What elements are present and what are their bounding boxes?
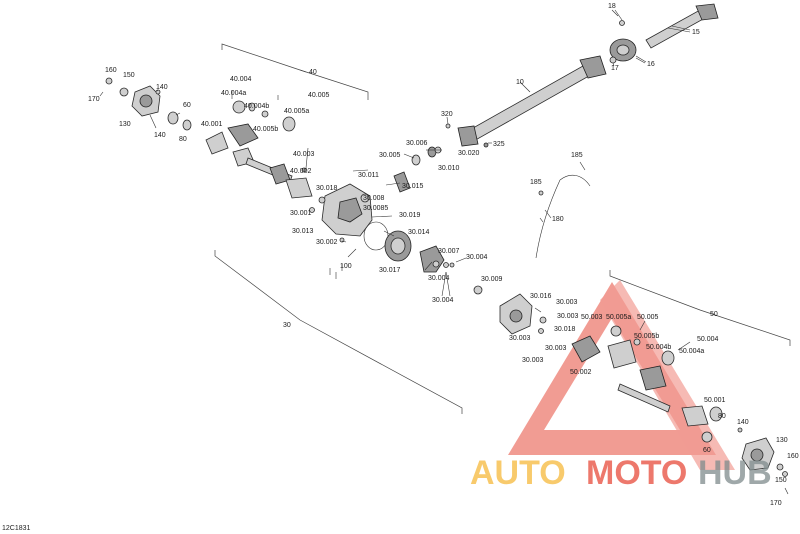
watermark-logo (508, 280, 735, 470)
callout-320: 320 (441, 111, 453, 118)
watermark-moto: MOTO (586, 454, 687, 492)
section-bracket-30 (214, 250, 463, 414)
callout-50-004a: 50.004a (679, 348, 704, 355)
callout-40-001: 40.001 (201, 121, 223, 128)
callout-30-003-d: 30.003 (545, 345, 567, 352)
callout-30-003-b: 30.003 (557, 313, 579, 320)
callout-30-008: 30.008 (363, 195, 385, 202)
callout-30-010: 30.010 (438, 165, 460, 172)
callout-17: 17 (611, 65, 619, 72)
callout-40-002: 40.002 (290, 168, 312, 175)
callout-140-left-top: 140 (156, 84, 168, 91)
callout-325: 325 (493, 141, 505, 148)
callout-30-020: 30.020 (458, 150, 480, 157)
callout-30-011: 30.011 (358, 172, 379, 179)
callout-185-left: 185 (530, 179, 542, 186)
callout-30-004-middle: 30.004 (428, 275, 450, 282)
callout-30-018-top: 30.018 (316, 185, 338, 192)
callout-30-002: 30.002 (316, 239, 338, 246)
callout-15: 15 (692, 29, 700, 36)
callout-170-left: 170 (88, 96, 100, 103)
callout-30-014: 30.014 (408, 229, 430, 236)
callout-160-right: 160 (787, 453, 799, 460)
callout-50-004: 50.004 (697, 336, 719, 343)
watermark-text: AUTO MOTO HUB (470, 454, 772, 492)
carrier-bearing-16 (609, 9, 647, 67)
callout-150-left: 150 (123, 72, 135, 79)
callout-40: 40 (309, 69, 317, 76)
callout-40-004b: 40.004b (244, 103, 269, 110)
right-hub-assembly (701, 406, 789, 495)
callout-40-003: 40.003 (293, 151, 315, 158)
callout-30-005: 30.005 (379, 152, 401, 159)
callout-160-left: 160 (105, 67, 117, 74)
callout-30-018-bottom: 30.018 (554, 326, 576, 333)
left-hub-assembly (99, 77, 192, 131)
callout-30: 30 (283, 322, 291, 329)
callout-50-001: 50.001 (704, 397, 726, 404)
section-bracket-50 (609, 270, 791, 346)
callout-30-0085: 30.0085 (363, 205, 388, 212)
differential-housing (309, 183, 483, 295)
callout-40-004a: 40.004a (221, 90, 246, 97)
callout-185-top: 185 (571, 152, 583, 159)
callout-30-019: 30.019 (399, 212, 421, 219)
callout-30-003-c: 30.003 (509, 335, 531, 342)
callout-50-003: 50.003 (581, 314, 603, 321)
callout-30-003-a: 30.003 (556, 299, 578, 306)
left-axle-40 (205, 100, 313, 199)
callout-140-right: 140 (737, 419, 749, 426)
callout-40-005a: 40.005a (284, 108, 309, 115)
callout-130-right: 130 (776, 437, 788, 444)
watermark-auto: AUTO (470, 454, 566, 492)
callout-30-004-right: 30.004 (466, 254, 488, 261)
callout-50-002: 50.002 (570, 369, 592, 376)
pinion-components (393, 123, 489, 193)
callout-80-right: 80 (718, 413, 726, 420)
right-axle-50 (571, 325, 709, 427)
callout-10: 10 (516, 79, 524, 86)
callout-170-right: 170 (770, 500, 782, 507)
callout-50-004b: 50.004b (646, 344, 671, 351)
callout-50-005a: 50.005a (606, 314, 631, 321)
right-cover-assembly (499, 293, 547, 335)
callout-60-left: 60 (183, 102, 191, 109)
callout-40-005: 40.005 (308, 92, 330, 99)
callout-30-016: 30.016 (530, 293, 552, 300)
front-shaft-15 (645, 3, 719, 49)
callout-30-001: 30.001 (290, 210, 312, 217)
callout-30-015: 30.015 (402, 183, 424, 190)
callout-30-006: 30.006 (406, 140, 428, 147)
callout-30-007: 30.007 (438, 248, 460, 255)
callout-30-003-e: 30.003 (522, 357, 544, 364)
callout-30-013: 30.013 (292, 228, 314, 235)
callout-50: 50 (710, 311, 718, 318)
callout-50-005b: 50.005b (634, 333, 659, 340)
callout-180: 180 (552, 216, 564, 223)
callout-30-009: 30.009 (481, 276, 503, 283)
callout-18: 18 (608, 3, 616, 10)
callout-labels: 18 15 17 16 10 40 160 150 170 140 130 14… (88, 3, 799, 507)
callout-40-004: 40.004 (230, 76, 252, 83)
section-bracket-40 (221, 43, 369, 100)
figure-code: 12C1831 (2, 525, 31, 532)
callout-100: 100 (340, 263, 352, 270)
callout-40-005b: 40.005b (253, 126, 278, 133)
callout-30-004-bottom: 30.004 (432, 297, 454, 304)
breather-hose-180 (535, 174, 591, 259)
watermark-triangle-outer (508, 282, 716, 455)
callout-140-left-bottom: 140 (154, 132, 166, 139)
drive-shaft-10 (457, 55, 607, 147)
callout-60-right: 60 (703, 447, 711, 454)
callout-150-right: 150 (775, 477, 787, 484)
leader-lines (156, 9, 691, 351)
callout-130-left: 130 (119, 121, 131, 128)
callout-30-017: 30.017 (379, 267, 401, 274)
watermark-hub: HUB (698, 454, 772, 492)
callout-80-left: 80 (179, 136, 187, 143)
callout-50-005: 50.005 (637, 314, 659, 321)
callout-16: 16 (647, 61, 655, 68)
